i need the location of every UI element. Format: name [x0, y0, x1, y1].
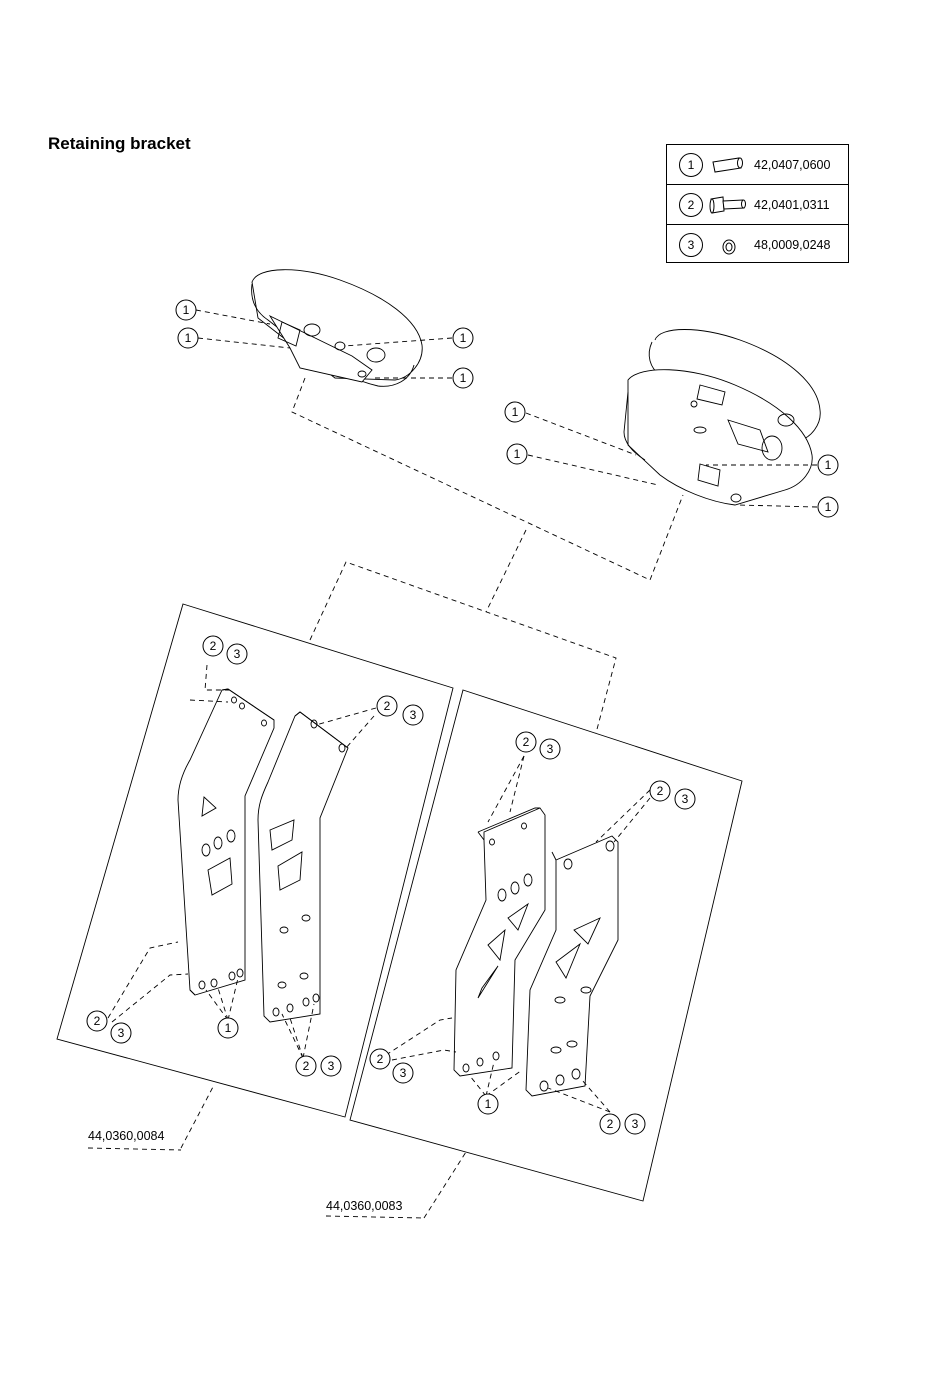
- svg-text:2: 2: [377, 1052, 384, 1066]
- svg-text:3: 3: [118, 1026, 125, 1040]
- svg-text:2: 2: [210, 639, 217, 653]
- callout-3: 3: [393, 1063, 413, 1083]
- svg-text:2: 2: [657, 784, 664, 798]
- flange-assembly-left: [252, 270, 423, 387]
- svg-text:1: 1: [512, 405, 519, 419]
- svg-text:1: 1: [514, 447, 521, 461]
- callout-1: 1: [218, 1018, 238, 1038]
- svg-text:1: 1: [460, 331, 467, 345]
- callout-2: 2: [650, 781, 670, 801]
- callout-1: 1: [478, 1094, 498, 1114]
- callout-3: 3: [625, 1114, 645, 1134]
- svg-text:1: 1: [185, 331, 192, 345]
- svg-text:2: 2: [607, 1117, 614, 1131]
- callout-2: 2: [87, 1011, 107, 1031]
- svg-text:1: 1: [485, 1097, 492, 1111]
- callout-3: 3: [321, 1056, 341, 1076]
- svg-text:1: 1: [183, 303, 190, 317]
- assembly-code-right: 44,0360,0083: [326, 1199, 402, 1213]
- callout-3: 3: [111, 1023, 131, 1043]
- svg-text:1: 1: [825, 458, 832, 472]
- callout-3: 3: [540, 739, 560, 759]
- svg-text:3: 3: [682, 792, 689, 806]
- callout-1: 1: [176, 300, 196, 320]
- svg-text:2: 2: [384, 699, 391, 713]
- wrist-assembly-right: [624, 330, 820, 506]
- svg-text:2: 2: [303, 1059, 310, 1073]
- svg-text:2: 2: [94, 1014, 101, 1028]
- callout-1: 1: [818, 497, 838, 517]
- callout-1: 1: [453, 368, 473, 388]
- svg-text:1: 1: [460, 371, 467, 385]
- callout-1: 1: [178, 328, 198, 348]
- callout-2: 2: [370, 1049, 390, 1069]
- callout-2: 2: [203, 636, 223, 656]
- callout-2: 2: [377, 696, 397, 716]
- callout-1: 1: [507, 444, 527, 464]
- callout-1: 1: [505, 402, 525, 422]
- bracket-plate: [258, 712, 348, 1022]
- svg-text:3: 3: [234, 647, 241, 661]
- callout-2: 2: [600, 1114, 620, 1134]
- callout-3: 3: [227, 644, 247, 664]
- svg-text:1: 1: [225, 1021, 232, 1035]
- assembly-frame-right: [350, 690, 742, 1201]
- svg-text:3: 3: [328, 1059, 335, 1073]
- callout-3: 3: [403, 705, 423, 725]
- assembly-code-left: 44,0360,0084: [88, 1129, 164, 1143]
- svg-text:3: 3: [410, 708, 417, 722]
- svg-text:3: 3: [400, 1066, 407, 1080]
- svg-text:2: 2: [523, 735, 530, 749]
- callout-1: 1: [818, 455, 838, 475]
- svg-text:3: 3: [547, 742, 554, 756]
- callout-2: 2: [296, 1056, 316, 1076]
- svg-text:1: 1: [825, 500, 832, 514]
- svg-text:3: 3: [632, 1117, 639, 1131]
- callout-1: 1: [453, 328, 473, 348]
- callout-3: 3: [675, 789, 695, 809]
- callout-2: 2: [516, 732, 536, 752]
